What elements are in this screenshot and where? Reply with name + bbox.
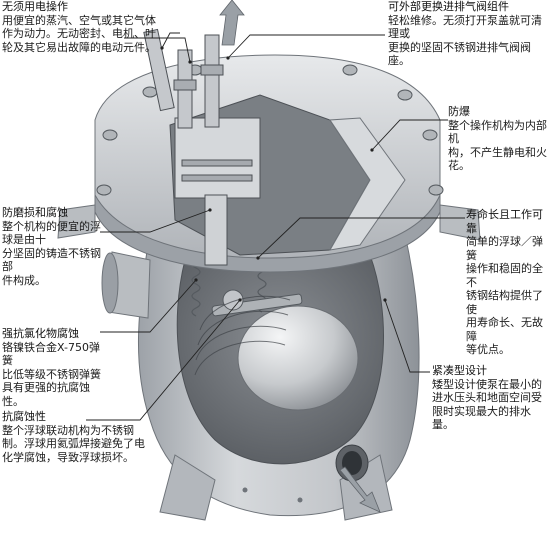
callout-chloride: 强抗氯化物腐蚀 铬镍铁合金X-750弹簧 比低等级不锈钢弹簧 具有更强的抗腐蚀性…	[2, 327, 102, 408]
callout-explosion-proof-title: 防爆	[448, 105, 470, 118]
callout-anti-corrosion: 抗腐蚀性 整个浮球联动机构为不锈钢 制。浮球用氦弧焊接避免了电 化学腐蚀，导致浮…	[2, 410, 172, 464]
pump-cover	[57, 54, 481, 273]
flow-arrows	[219, 0, 381, 513]
callout-compact: 紧凑型设计 矮型设计使泵在最小的 进水压头和地面空间受 限时实现最大的排水 量。	[432, 364, 550, 432]
vent-valve-assembly	[143, 28, 224, 129]
callout-anti-corrosion-title: 抗腐蚀性	[2, 410, 46, 423]
callout-long-life-body: 简单的浮球／弹簧 操作和稳固的全不 锈钢结构提供了使 用寿命长、无故障 等优点。	[466, 235, 543, 356]
callout-explosion-proof: 防爆 整个操作机构为内部机 构，不产生静电和火花。	[448, 105, 550, 173]
callout-compact-body: 矮型设计使泵在最小的 进水压头和地面空间受 限时实现最大的排水 量。	[432, 377, 542, 432]
callout-anti-wear-body: 整个机构的便宜的浮球是由十 分坚固的铸造不锈钢部 件构成。	[2, 219, 101, 287]
callout-long-life: 寿命长且工作可靠 简单的浮球／弹簧 操作和稳固的全不 锈钢结构提供了使 用寿命长…	[466, 208, 550, 357]
callout-chloride-title: 强抗氯化物腐蚀	[2, 327, 79, 340]
callout-anti-corrosion-body: 整个浮球联动机构为不锈钢 制。浮球用氦弧焊接避免了电 化学腐蚀，导致浮球损坏。	[2, 423, 145, 464]
callout-long-life-title: 寿命长且工作可靠	[466, 208, 543, 235]
callout-anti-wear: 防磨损和腐蚀 整个机构的便宜的浮球是由十 分坚固的铸造不锈钢部 件构成。	[2, 206, 102, 287]
callout-no-electric: 无须用电操作 用便宜的蒸汽、空气或其它气体 作为动力。无动密封、电机、叶 轮及其…	[2, 0, 192, 54]
callout-vent-valve-body: 轻松维修。无须打开泵盖就可清理或 更换的坚固不锈钢进排气阀阀座。	[388, 13, 542, 68]
callout-vent-valve: 可外部更换进排气阀组件 轻松维修。无须打开泵盖就可清理或 更换的坚固不锈钢进排气…	[388, 0, 550, 68]
callout-anti-wear-title: 防磨损和腐蚀	[2, 206, 68, 219]
callout-vent-valve-title: 可外部更换进排气阀组件	[388, 0, 509, 13]
callout-no-electric-body: 用便宜的蒸汽、空气或其它气体 作为动力。无动密封、电机、叶 轮及其它易出故障的电…	[2, 13, 156, 54]
callout-compact-title: 紧凑型设计	[432, 364, 487, 377]
callout-explosion-proof-body: 整个操作机构为内部机 构，不产生静电和火花。	[448, 118, 547, 173]
pump-body	[101, 229, 420, 521]
callout-no-electric-title: 无须用电操作	[2, 0, 68, 13]
float-ball	[237, 305, 359, 411]
leader-lines	[86, 32, 465, 421]
callout-chloride-body: 铬镍铁合金X-750弹簧 比低等级不锈钢弹簧 具有更强的抗腐蚀性。	[2, 340, 101, 408]
valve-mechanism	[174, 117, 261, 266]
